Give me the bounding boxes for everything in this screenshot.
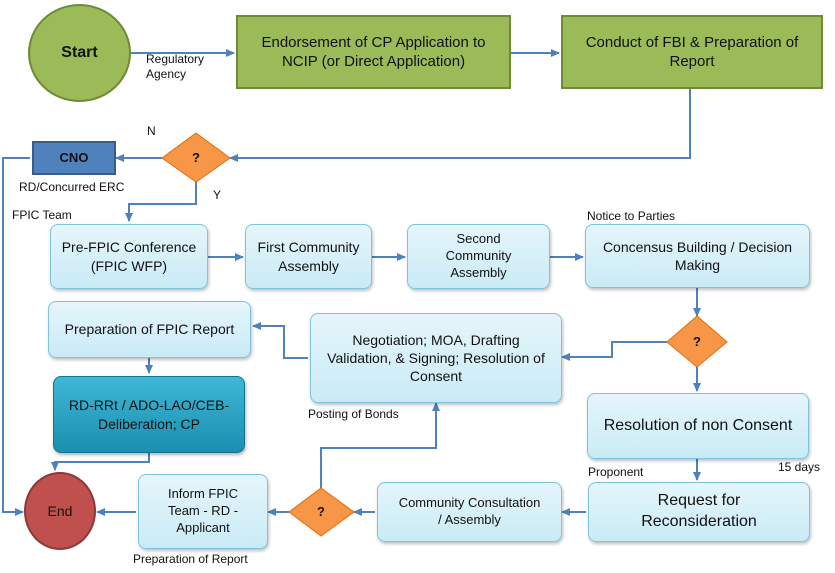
cno-node: CNO [32, 141, 116, 175]
decision-2-label: ? [693, 334, 701, 349]
prep-report-label: Preparation of Report [133, 552, 248, 566]
arrow-rdrrt-to-end [51, 453, 150, 471]
consensus-node: Concensus Building / Decision Making [585, 224, 810, 288]
consultation-node: Community Consultation / Assembly [377, 482, 562, 542]
no-label: N [147, 124, 156, 138]
fpic-report-node: Preparation of FPIC Report [48, 301, 251, 358]
endorsement-node: Endorsement of CP Application to NCIP (o… [236, 15, 511, 89]
decision-diamond-1 [161, 132, 231, 183]
start-node: Start [28, 4, 131, 102]
yes-label: Y [213, 188, 222, 202]
fpic-team-label: FPIC Team [12, 208, 72, 222]
decision-diamond-2 [666, 315, 728, 368]
arrow-fbi-to-decision1 [229, 89, 691, 162]
fbi-node: Conduct of FBI & Preparation of Report [561, 15, 823, 89]
arrow-negotiation-to-report [252, 322, 308, 359]
second-assembly-node: Second Community Assembly [407, 224, 550, 289]
negotiation-node: Negotiation; MOA, Drafting Validation, &… [310, 313, 562, 403]
proponent-label: Proponent [588, 465, 644, 479]
arrow-decision2-to-negotiation [561, 341, 667, 361]
rd-rrt-node: RD-RRt / ADO-LAO/CEB-Deliberation; CP [53, 376, 245, 453]
arrow-decision1-to-prefpic [125, 182, 197, 222]
arrow-cno-to-end [2, 157, 30, 516]
regulatory-agency-label: Regulatory Agency [146, 52, 205, 81]
notice-label: Notice to Parties [587, 209, 676, 223]
non-consent-node: Resolution of non Consent [587, 393, 809, 459]
arrow-decision3-to-negotiation [320, 402, 440, 488]
days-label: 15 days [778, 460, 821, 474]
reconsideration-node: Request for Reconsideration [588, 482, 810, 542]
pre-fpic-node: Pre-FPIC Conference (FPIC WFP) [50, 224, 208, 289]
rd-concurred-label: RD/Concurred ERC [19, 180, 125, 194]
posting-label: Posting of Bonds [308, 407, 399, 421]
inform-node: Inform FPIC Team - RD - Applicant [138, 474, 268, 549]
end-node: End [24, 472, 96, 550]
first-assembly-node: First Community Assembly [245, 224, 372, 289]
decision-diamond-3 [288, 487, 355, 537]
decision-3-label: ? [317, 504, 325, 519]
decision-1-label: ? [192, 150, 200, 165]
